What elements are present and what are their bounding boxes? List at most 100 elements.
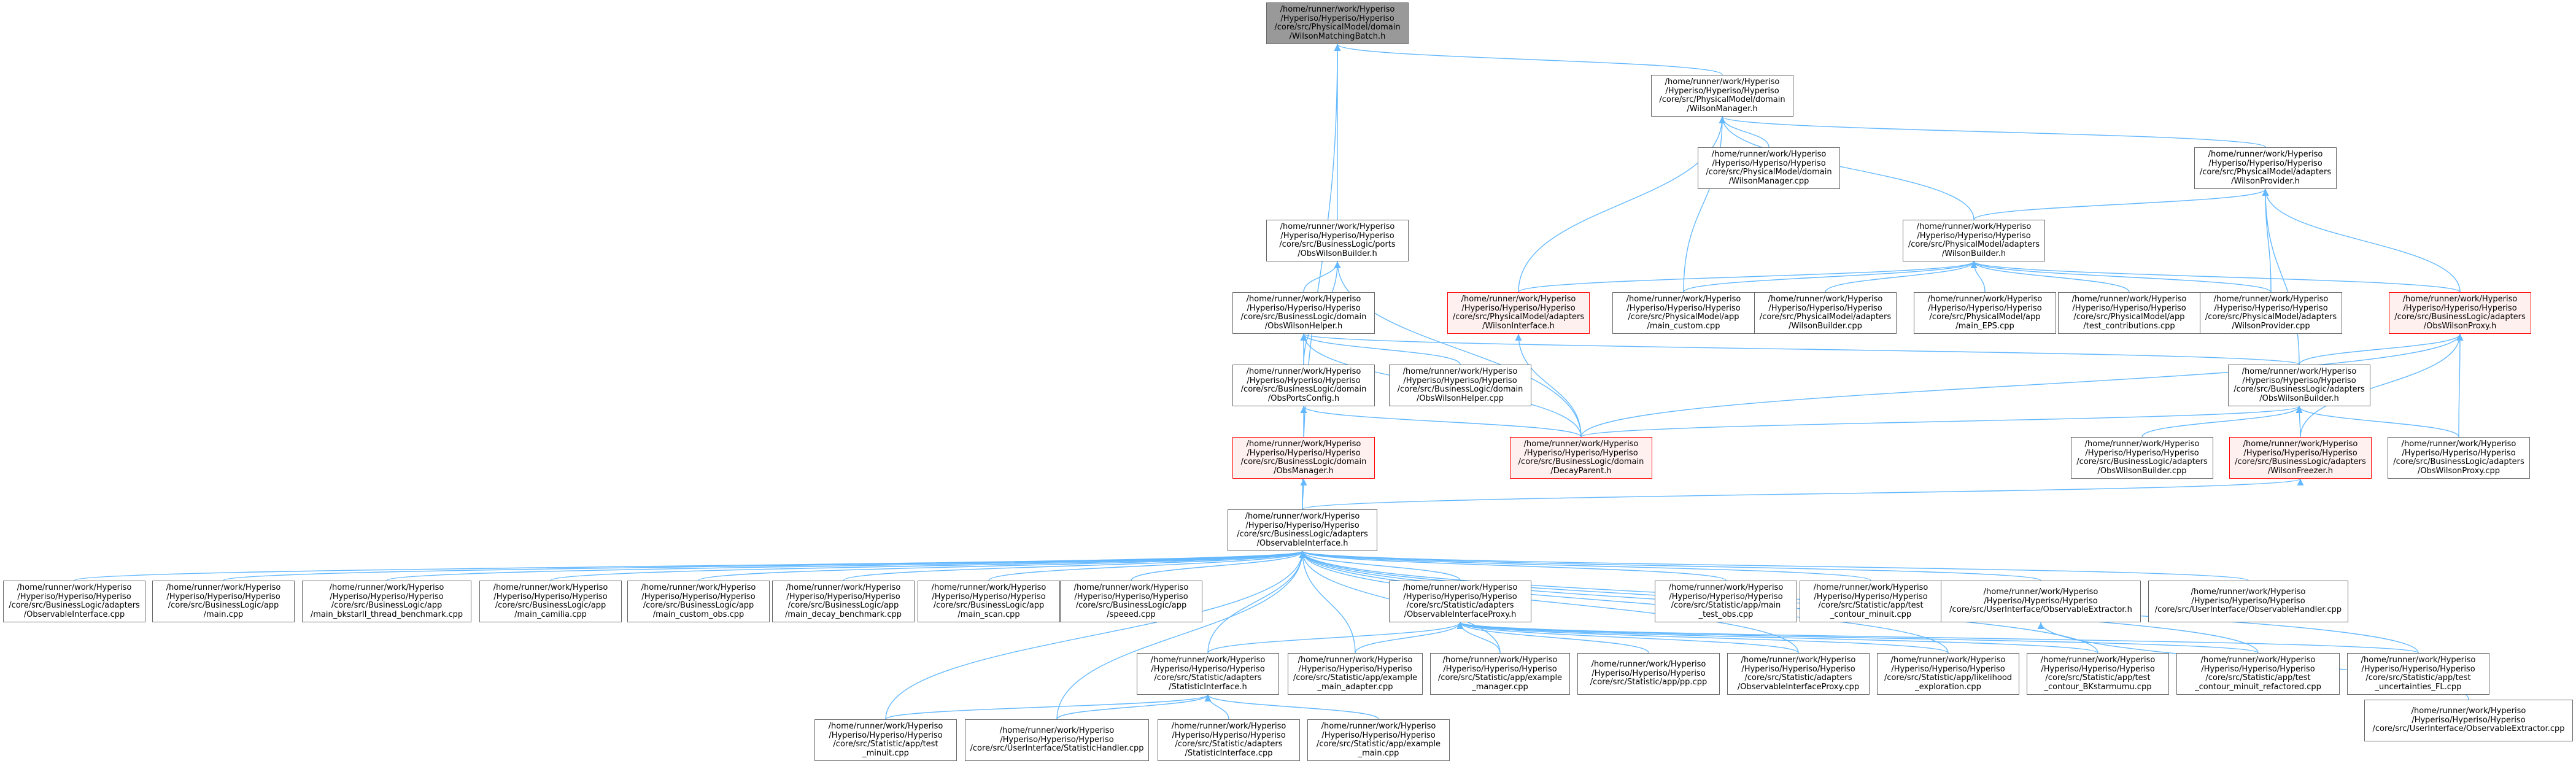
edge-n26-n22 [550,551,1305,581]
graph-node-n20[interactable]: /home/runner/work/Hyperiso /Hyperiso/Hyp… [2229,437,2372,479]
graph-node-n24[interactable]: /home/runner/work/Hyperiso /Hyperiso/Hyp… [152,581,295,622]
graph-node-n46[interactable]: /home/runner/work/Hyperiso /Hyperiso/Hyp… [814,719,957,761]
edge-n5-n3 [1973,188,2269,220]
graph-node-n18[interactable]: /home/runner/work/Hyperiso /Hyperiso/Hyp… [1510,437,1652,479]
graph-node-label: /home/runner/work/Hyperiso /Hyperiso/Hyp… [1759,295,1892,331]
graph-node-n29[interactable]: /home/runner/work/Hyperiso /Hyperiso/Hyp… [918,581,1060,622]
graph-node-n13[interactable]: /home/runner/work/Hyperiso /Hyperiso/Hyp… [2389,292,2531,334]
graph-node-n14[interactable]: /home/runner/work/Hyperiso /Hyperiso/Hyp… [1232,365,1375,406]
graph-node-n39[interactable]: /home/runner/work/Hyperiso /Hyperiso/Hyp… [1577,653,1720,695]
graph-node-label: /home/runner/work/Hyperiso /Hyperiso/Hyp… [1590,660,1708,687]
edge-n12-n5 [1970,261,2272,293]
edge-n19-n16 [2141,406,2303,438]
graph-node-n42[interactable]: /home/runner/work/Hyperiso /Hyperiso/Hyp… [2027,653,2169,695]
graph-node-label: /home/runner/work/Hyperiso /Hyperiso/Hyp… [1150,655,1266,692]
graph-node-label: /home/runner/work/Hyperiso /Hyperiso/Hyp… [2076,439,2208,476]
graph-node-n1[interactable]: /home/runner/work/Hyperiso /Hyperiso/Hyp… [1651,75,1793,117]
graph-node-n17[interactable]: /home/runner/work/Hyperiso /Hyperiso/Hyp… [1232,437,1375,479]
graph-node-label: /home/runner/work/Hyperiso /Hyperiso/Hyp… [1240,439,1367,476]
edge-n29-n22 [988,551,1306,581]
graph-node-label: /home/runner/work/Hyperiso /Hyperiso/Hyp… [1626,295,1741,331]
graph-node-n48[interactable]: /home/runner/work/Hyperiso /Hyperiso/Hyp… [1158,719,1300,761]
graph-node-n36[interactable]: /home/runner/work/Hyperiso /Hyperiso/Hyp… [1137,653,1279,695]
edge-n2-n1 [1719,116,1770,148]
graph-node-n7[interactable]: /home/runner/work/Hyperiso /Hyperiso/Hyp… [1447,292,1590,334]
edge-n16-n3 [2262,188,2300,365]
graph-node-label: /home/runner/work/Hyperiso /Hyperiso/Hyp… [1171,722,1286,758]
graph-node-n44[interactable]: /home/runner/work/Hyperiso /Hyperiso/Hyp… [2347,653,2489,695]
graph-node-label: /home/runner/work/Hyperiso /Hyperiso/Hyp… [931,583,1046,619]
edge-n24-n22 [223,551,1305,581]
graph-node-n45[interactable]: /home/runner/work/Hyperiso /Hyperiso/Hyp… [2364,700,2573,741]
edge-n33-n22 [1299,551,1871,581]
edge-n36-n22 [1207,551,1306,654]
edge-n18-n7 [1515,333,1582,438]
graph-node-n3[interactable]: /home/runner/work/Hyperiso /Hyperiso/Hyp… [2194,147,2337,189]
edge-n20-n13 [2300,333,2464,438]
graph-node-label: /home/runner/work/Hyperiso /Hyperiso/Hyp… [1737,655,1860,692]
edge-n12-n3 [2262,188,2272,293]
graph-node-n28[interactable]: /home/runner/work/Hyperiso /Hyperiso/Hyp… [772,581,915,622]
edge-n47-n36 [1056,694,1212,720]
graph-node-n5[interactable]: /home/runner/work/Hyperiso /Hyperiso/Hyp… [1903,220,2045,261]
graph-node-n9[interactable]: /home/runner/work/Hyperiso /Hyperiso/Hyp… [1754,292,1897,334]
graph-node-n34[interactable]: /home/runner/work/Hyperiso /Hyperiso/Hyp… [1941,581,2141,622]
graph-node-n26[interactable]: /home/runner/work/Hyperiso /Hyperiso/Hyp… [479,581,622,622]
graph-node-n31[interactable]: /home/runner/work/Hyperiso /Hyperiso/Hyp… [1389,581,1531,622]
graph-node-n37[interactable]: /home/runner/work/Hyperiso /Hyperiso/Hyp… [1288,653,1423,695]
edge-n20-n16 [2296,406,2303,438]
graph-node-n19[interactable]: /home/runner/work/Hyperiso /Hyperiso/Hyp… [2071,437,2213,479]
graph-node-n10[interactable]: /home/runner/work/Hyperiso /Hyperiso/Hyp… [1914,292,2056,334]
graph-node-label: /home/runner/work/Hyperiso /Hyperiso/Hyp… [2394,295,2526,331]
graph-node-label: /home/runner/work/Hyperiso /Hyperiso/Hyp… [641,583,756,619]
graph-node-label: /home/runner/work/Hyperiso /Hyperiso/Hyp… [828,722,943,758]
edge-n22-n17 [1300,478,1307,510]
graph-node-n12[interactable]: /home/runner/work/Hyperiso /Hyperiso/Hyp… [2200,292,2342,334]
graph-node-n35[interactable]: /home/runner/work/Hyperiso /Hyperiso/Hyp… [2148,581,2348,622]
graph-node-n38[interactable]: /home/runner/work/Hyperiso /Hyperiso/Hyp… [1430,653,1570,695]
edge-n3-n1 [1719,116,2266,148]
graph-node-n21[interactable]: /home/runner/work/Hyperiso /Hyperiso/Hyp… [2388,437,2530,479]
graph-node-label: /home/runner/work/Hyperiso /Hyperiso/Hyp… [2235,439,2366,476]
edge-n11-n5 [1970,261,2130,293]
graph-node-n23[interactable]: /home/runner/work/Hyperiso /Hyperiso/Hyp… [3,581,145,622]
graph-node-label: /home/runner/work/Hyperiso /Hyperiso/Hyp… [1402,583,1518,619]
graph-node-label: /home/runner/work/Hyperiso /Hyperiso/Hyp… [310,583,463,619]
graph-node-n43[interactable]: /home/runner/work/Hyperiso /Hyperiso/Hyp… [2176,653,2340,695]
edge-n41-n22 [1299,551,1949,654]
edge-n36-n31 [1207,622,1464,654]
graph-node-label: /home/runner/work/Hyperiso /Hyperiso/Hyp… [1240,367,1367,403]
edge-n25-n22 [386,551,1305,581]
graph-node-n22[interactable]: /home/runner/work/Hyperiso /Hyperiso/Hyp… [1228,509,1377,551]
edge-n27-n22 [698,551,1306,581]
graph-node-n11[interactable]: /home/runner/work/Hyperiso /Hyperiso/Hyp… [2058,292,2200,334]
graph-node-label: /home/runner/work/Hyperiso /Hyperiso/Hyp… [166,583,281,619]
graph-node-n40[interactable]: /home/runner/work/Hyperiso /Hyperiso/Hyp… [1727,653,1870,695]
graph-node-n25[interactable]: /home/runner/work/Hyperiso /Hyperiso/Hyp… [302,581,471,622]
graph-node-n15[interactable]: /home/runner/work/Hyperiso /Hyperiso/Hyp… [1389,365,1531,406]
graph-node-label: /home/runner/work/Hyperiso /Hyperiso/Hyp… [1659,77,1785,114]
graph-node-n32[interactable]: /home/runner/work/Hyperiso /Hyperiso/Hyp… [1655,581,1797,622]
graph-node-n0[interactable]: /home/runner/work/Hyperiso /Hyperiso/Hyp… [1266,2,1409,44]
graph-node-label: /home/runner/work/Hyperiso /Hyperiso/Hyp… [970,726,1144,754]
graph-node-n27[interactable]: /home/runner/work/Hyperiso /Hyperiso/Hyp… [627,581,770,622]
graph-node-n41[interactable]: /home/runner/work/Hyperiso /Hyperiso/Hyp… [1877,653,2019,695]
edge-n43-n31 [1457,622,2259,654]
graph-node-n49[interactable]: /home/runner/work/Hyperiso /Hyperiso/Hyp… [1307,719,1450,761]
graph-node-n30[interactable]: /home/runner/work/Hyperiso /Hyperiso/Hyp… [1060,581,1202,622]
graph-node-n2[interactable]: /home/runner/work/Hyperiso /Hyperiso/Hyp… [1698,147,1840,189]
edge-n13-n5 [1970,261,2461,293]
graph-node-label: /home/runner/work/Hyperiso /Hyperiso/Hyp… [1437,655,1563,692]
graph-node-n8[interactable]: /home/runner/work/Hyperiso /Hyperiso/Hyp… [1612,292,1755,334]
graph-node-label: /home/runner/work/Hyperiso /Hyperiso/Hyp… [1240,295,1367,331]
graph-node-n4[interactable]: /home/runner/work/Hyperiso /Hyperiso/Hyp… [1266,220,1409,261]
graph-node-n16[interactable]: /home/runner/work/Hyperiso /Hyperiso/Hyp… [2228,365,2370,406]
graph-node-label: /home/runner/work/Hyperiso /Hyperiso/Hyp… [1397,367,1523,403]
edge-n6-n4 [1303,261,1341,293]
graph-node-label: /home/runner/work/Hyperiso /Hyperiso/Hyp… [1316,722,1441,758]
graph-node-n6[interactable]: /home/runner/work/Hyperiso /Hyperiso/Hyp… [1232,292,1375,334]
graph-node-n33[interactable]: /home/runner/work/Hyperiso /Hyperiso/Hyp… [1800,581,1942,622]
graph-node-n47[interactable]: /home/runner/work/Hyperiso /Hyperiso/Hyp… [965,719,1149,761]
graph-node-label: /home/runner/work/Hyperiso /Hyperiso/Hyp… [1274,5,1401,41]
graph-node-label: /home/runner/work/Hyperiso /Hyperiso/Hyp… [1452,295,1585,331]
